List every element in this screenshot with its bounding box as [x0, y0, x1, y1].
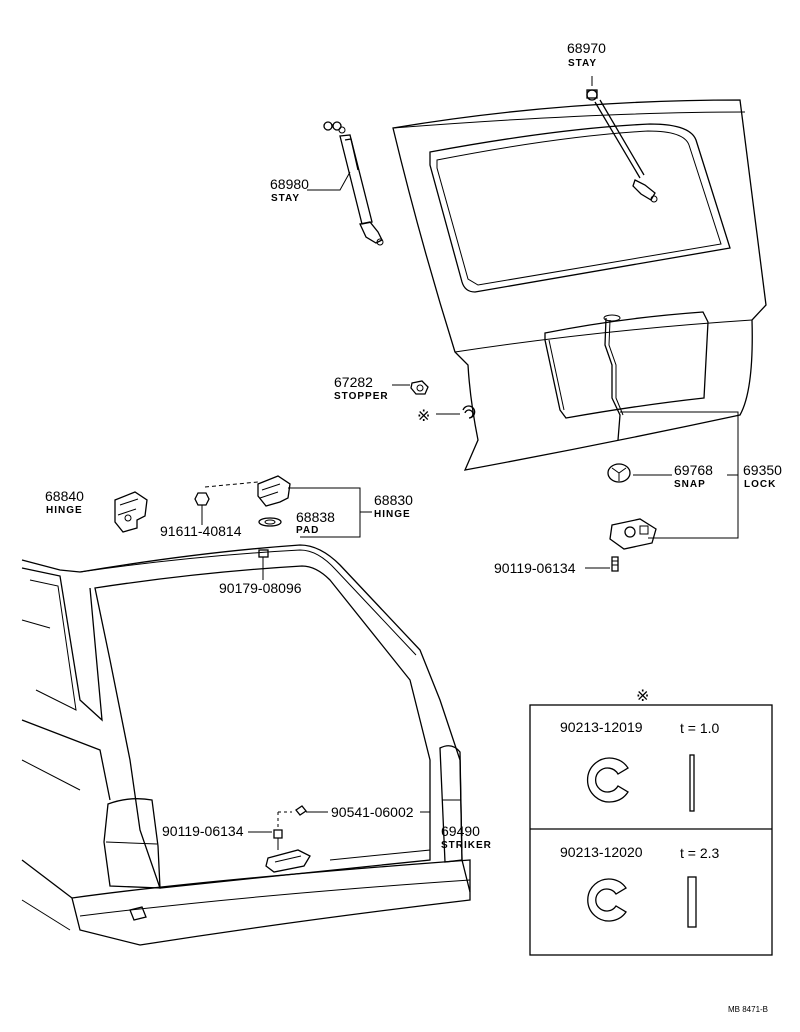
part-90119-06134-striker-number: 90119-06134 [162, 823, 244, 839]
part-69490-name: STRIKER [441, 840, 492, 851]
part-68980-name: STAY [271, 193, 300, 204]
part-69768-number: 69768 [674, 462, 713, 478]
part-68838-number: 68838 [296, 509, 335, 525]
part-68840-name: HINGE [46, 505, 83, 516]
part-69490-number: 69490 [441, 823, 480, 839]
lock-line [585, 411, 739, 569]
hinge-left-part [114, 491, 148, 533]
part-69768-name: SNAP [674, 479, 706, 490]
vehicle-body [21, 544, 471, 946]
part-91611-40814-number: 91611-40814 [160, 523, 242, 539]
hinge-dashed-line [204, 481, 259, 488]
shim-row-1-profile [689, 754, 695, 812]
stopper-part [410, 380, 429, 395]
part-68838-name: PAD [296, 525, 319, 536]
part-90541-06002-number: 90541-06002 [331, 804, 414, 820]
lock-part [609, 518, 657, 572]
shim-row-1-thickness: t = 1.0 [680, 720, 720, 736]
roof-bolt-part [258, 549, 269, 576]
part-68830-name: HINGE [374, 509, 411, 520]
lock-rod [603, 314, 624, 441]
shim-table-symbol: ※ [636, 688, 649, 705]
stay-left-part [323, 121, 384, 246]
part-90179-08096-number: 90179-08096 [219, 580, 302, 596]
shim-row-1-c-washer [586, 757, 629, 803]
shim-row-2-c-washer [587, 878, 627, 922]
hinge-bolt-part [194, 492, 210, 520]
back-door-panel [392, 99, 767, 471]
pad-part [258, 517, 282, 527]
snap-part [607, 463, 631, 483]
shim-part [462, 405, 476, 419]
part-67282-name: STOPPER [334, 391, 389, 402]
part-68970-name: STAY [568, 58, 597, 69]
part-67282-number: 67282 [334, 374, 373, 390]
shim-row-2-part: 90213-12020 [560, 844, 643, 860]
part-69350-name: LOCK [744, 479, 776, 490]
shim-row-2-profile [687, 876, 697, 928]
shim-table: ※ 90213-12019 t = 1.0 90213-12020 t = 2.… [529, 688, 773, 956]
part-69350-number: 69350 [743, 462, 782, 478]
part-68970-number: 68970 [567, 40, 606, 56]
part-68830-number: 68830 [374, 492, 413, 508]
part-90119-06134-lock-number: 90119-06134 [494, 560, 576, 576]
shim-row-1-part: 90213-12019 [560, 719, 643, 735]
shim-marker-label: ※ [417, 408, 430, 425]
shim-row-2-thickness: t = 2.3 [680, 845, 720, 861]
striker-part [265, 805, 311, 873]
part-68840-number: 68840 [45, 488, 84, 504]
footer-code: MB 8471-B [728, 1005, 768, 1014]
stay-top-part [586, 89, 658, 203]
part-68980-number: 68980 [270, 176, 309, 192]
hinge-right-part [257, 475, 291, 507]
